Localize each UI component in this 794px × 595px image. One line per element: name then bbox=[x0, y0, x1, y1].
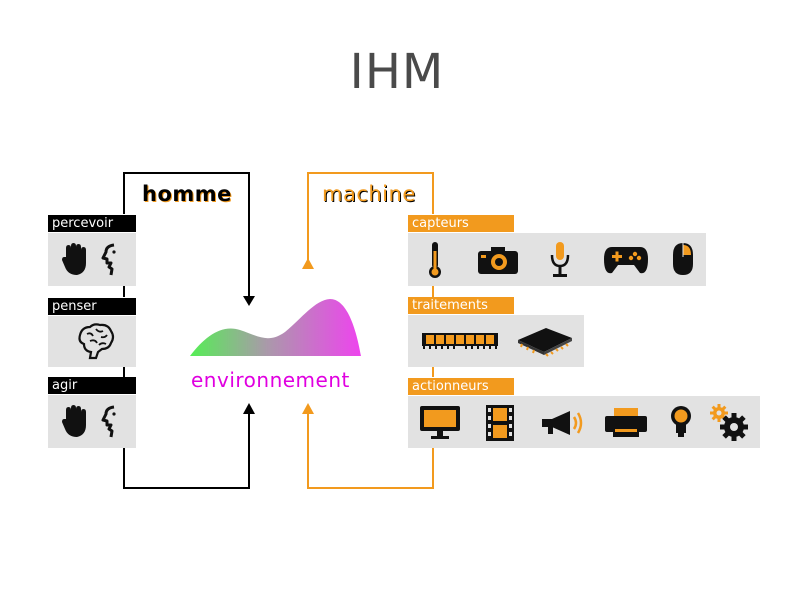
machine-connector-top bbox=[307, 172, 434, 262]
section-label-agir: agir bbox=[48, 377, 136, 394]
face-profile-icon bbox=[101, 405, 116, 438]
microchip-icon bbox=[518, 328, 572, 357]
panel-agir bbox=[48, 395, 136, 448]
thermometer-icon bbox=[429, 242, 441, 278]
film-icon bbox=[486, 405, 514, 441]
environment-label: environnement bbox=[191, 368, 350, 392]
human-arrow-down bbox=[243, 296, 255, 306]
human-connector-bottom bbox=[123, 412, 250, 489]
section-label-traitements: traitements bbox=[408, 297, 514, 314]
hand-icon bbox=[62, 405, 86, 437]
panel-capteurs bbox=[408, 233, 706, 286]
printer-icon bbox=[605, 408, 647, 437]
face-profile-icon bbox=[101, 243, 116, 276]
machine-heading: machine bbox=[322, 182, 416, 206]
camera-icon bbox=[478, 247, 518, 274]
memory-module-icon bbox=[422, 333, 498, 349]
gears-icon bbox=[710, 404, 748, 441]
lightbulb-icon bbox=[671, 406, 691, 437]
microphone-icon bbox=[550, 242, 570, 277]
section-label-penser: penser bbox=[48, 298, 136, 315]
machine-connector-bottom bbox=[307, 412, 434, 489]
mouse-icon bbox=[673, 243, 693, 275]
environment-wave bbox=[190, 299, 361, 356]
human-heading: homme bbox=[142, 182, 232, 206]
page-title: IHM bbox=[349, 44, 445, 100]
gamepad-icon bbox=[604, 247, 648, 274]
section-label-actionneurs: actionneurs bbox=[408, 378, 514, 395]
panel-percevoir bbox=[48, 233, 136, 286]
loudspeaker-icon bbox=[542, 411, 583, 435]
monitor-icon bbox=[420, 406, 460, 439]
panel-penser bbox=[48, 316, 136, 367]
human-arrow-up bbox=[243, 403, 255, 414]
human-connector-top bbox=[123, 172, 250, 298]
section-label-percevoir: percevoir bbox=[48, 215, 136, 232]
panel-actionneurs bbox=[408, 396, 760, 448]
panel-traitements bbox=[408, 315, 584, 367]
machine-arrow-up bbox=[302, 258, 314, 269]
machine-arrow-up-bottom bbox=[302, 403, 314, 414]
brain-icon bbox=[78, 323, 115, 360]
hand-icon bbox=[62, 243, 86, 275]
section-label-capteurs: capteurs bbox=[408, 215, 514, 232]
